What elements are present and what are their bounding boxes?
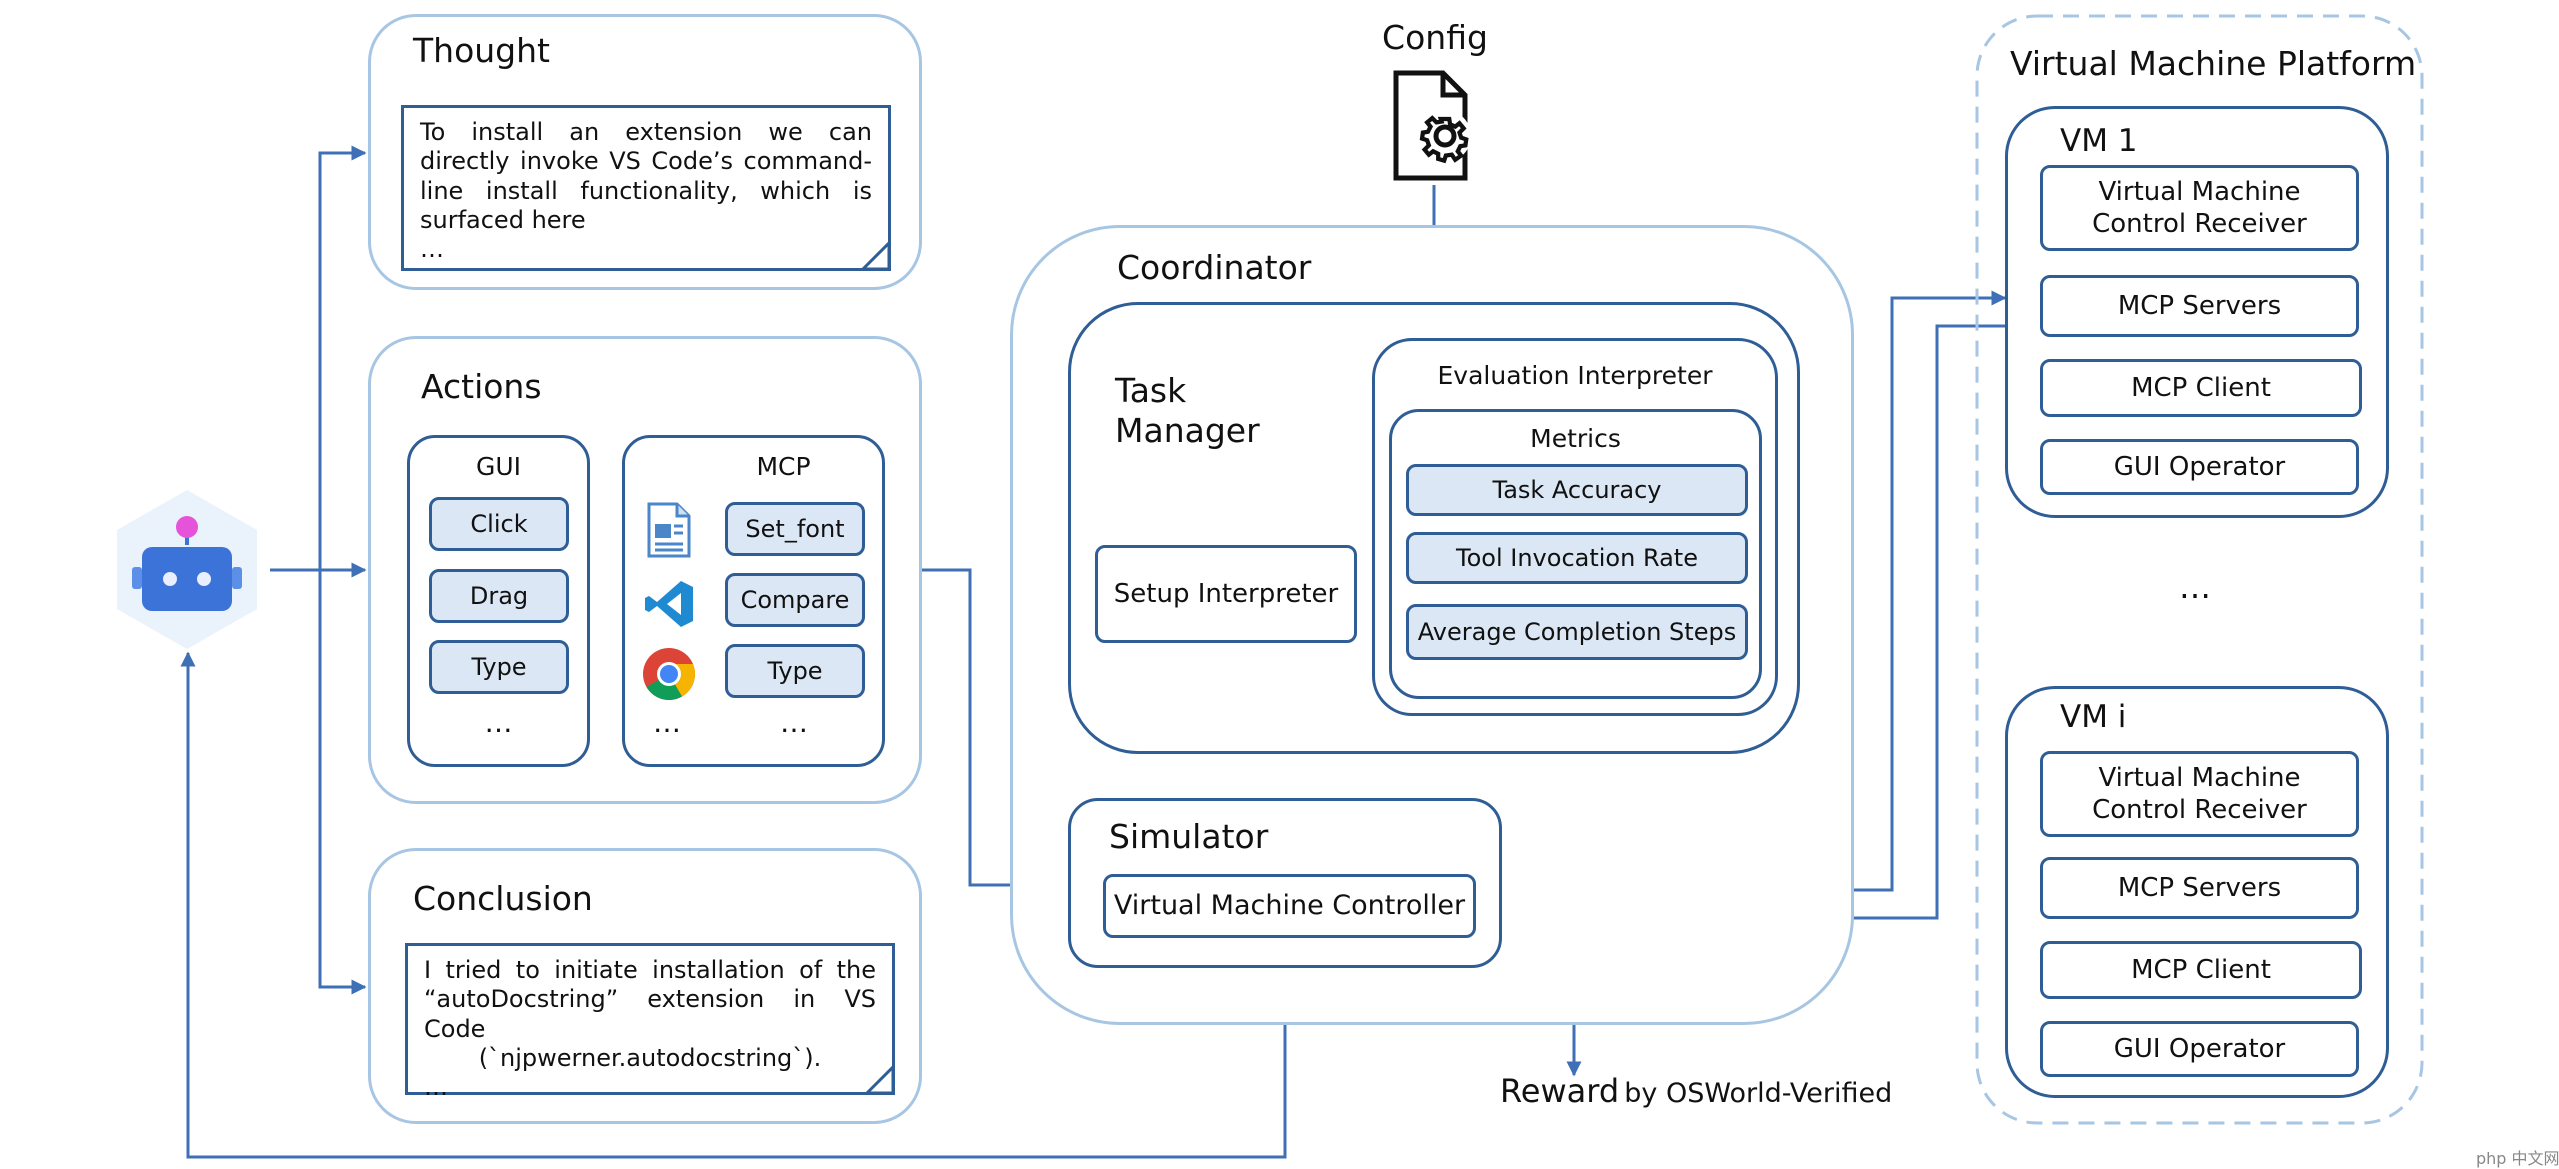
mcp-title: MCP <box>756 452 811 481</box>
conclusion-line-1: I tried to initiate installation of the <box>424 956 876 984</box>
gui-action-click: Click <box>429 497 569 551</box>
vm-1-mcp-servers: MCP Servers <box>2040 275 2359 337</box>
vm-1-title: VM 1 <box>2060 123 2138 159</box>
reward-title: Reward <box>1500 1072 1620 1110</box>
vm-i-mcp-client: MCP Client <box>2040 941 2362 999</box>
reward-label: Reward by OSWorld-Verified <box>1500 1072 1892 1110</box>
arrow-simulator-to-agent <box>180 651 1287 1159</box>
metric-average-completion-steps: Average Completion Steps <box>1406 604 1748 660</box>
vm-i-title: VM i <box>2060 699 2127 735</box>
evaluation-interpreter-box: Evaluation Interpreter Metrics Task Accu… <box>1372 338 1778 716</box>
evaluation-interpreter-title: Evaluation Interpreter <box>1437 361 1713 390</box>
arrow-agent-to-conclusion <box>318 570 367 995</box>
vm-i-gui-operator: GUI Operator <box>2040 1021 2359 1077</box>
conclusion-panel: Conclusion I tried to initiate installat… <box>368 848 922 1124</box>
vscode-icon <box>645 581 693 627</box>
metric-task-accuracy: Task Accuracy <box>1406 464 1748 516</box>
mcp-icons-ellipsis: … <box>653 706 681 739</box>
thought-title: Thought <box>413 31 550 70</box>
mcp-action-compare: Compare <box>725 573 865 627</box>
setup-interpreter-box: Setup Interpreter <box>1095 545 1357 643</box>
vm-1-mcp-client: MCP Client <box>2040 359 2362 417</box>
thought-text: To install an extension we can directly … <box>420 118 872 234</box>
chrome-icon <box>643 648 695 700</box>
config-label: Config <box>1382 18 1488 57</box>
reward-source: by OSWorld-Verified <box>1624 1078 1893 1109</box>
mcp-items-ellipsis: … <box>780 706 808 739</box>
vm-i-box: VM i Virtual Machine Control Receiver MC… <box>2005 686 2389 1098</box>
vm-1-gui-operator: GUI Operator <box>2040 439 2359 495</box>
gui-title: GUI <box>475 452 522 481</box>
vm-i-mcp-servers: MCP Servers <box>2040 857 2359 919</box>
metrics-title: Metrics <box>1530 424 1621 453</box>
watermark-text: php 中文网 <box>2476 1149 2559 1168</box>
vm-i-control-receiver: Virtual Machine Control Receiver <box>2040 751 2359 837</box>
gui-action-drag: Drag <box>429 569 569 623</box>
page-fold-icon <box>861 241 891 271</box>
conclusion-line-2: “autoDocstring” extension in VS Code <box>424 985 876 1043</box>
conclusion-note: I tried to initiate installation of the … <box>405 943 895 1101</box>
metrics-box: Metrics Task Accuracy Tool Invocation Ra… <box>1389 409 1762 699</box>
mcp-group: MCP Set_font Compare Type … … <box>622 435 885 767</box>
gui-ellipsis: … <box>484 706 513 739</box>
thought-panel: Thought To install an extension we can d… <box>368 14 922 290</box>
simulator-box: Simulator Virtual Machine Controller <box>1068 798 1502 968</box>
agent-robot <box>112 487 262 652</box>
simulator-title: Simulator <box>1109 817 1269 856</box>
thought-note: To install an extension we can directly … <box>401 105 891 271</box>
gui-group: GUI Click Drag Type … <box>407 435 590 767</box>
gui-action-type: Type <box>429 640 569 694</box>
vm-ellipsis: … <box>2179 568 2211 606</box>
coordinator-title: Coordinator <box>1117 248 1312 287</box>
vm-controller-box: Virtual Machine Controller <box>1103 874 1476 938</box>
vm-1-box: VM 1 Virtual Machine Control Receiver MC… <box>2005 106 2389 518</box>
mcp-action-set-font: Set_font <box>725 502 865 556</box>
robot-icon <box>117 490 257 649</box>
mcp-action-type: Type <box>725 644 865 698</box>
document-app-icon <box>647 502 691 558</box>
conclusion-title: Conclusion <box>413 879 593 918</box>
config-document-icon <box>1393 70 1471 181</box>
page-fold-icon <box>865 1065 895 1095</box>
vm-platform-title: Virtual Machine Platform <box>2010 44 2417 83</box>
watermark: php 中文网 <box>2476 1145 2559 1169</box>
arrow-agent-to-thought <box>318 145 367 570</box>
task-manager-title: Task Manager <box>1115 371 1260 450</box>
conclusion-line-3: (`njpwerner.autodocstring`). <box>478 1043 822 1072</box>
metric-tool-invocation-rate: Tool Invocation Rate <box>1406 532 1748 584</box>
vm-1-control-receiver: Virtual Machine Control Receiver <box>2040 165 2359 251</box>
actions-panel: Actions GUI Click Drag Type … MCP <box>368 336 922 804</box>
thought-ellipsis: … <box>420 235 444 264</box>
actions-title: Actions <box>421 367 542 406</box>
conclusion-ellipsis: … <box>424 1073 448 1102</box>
vm-platform-border <box>1975 14 2424 1125</box>
